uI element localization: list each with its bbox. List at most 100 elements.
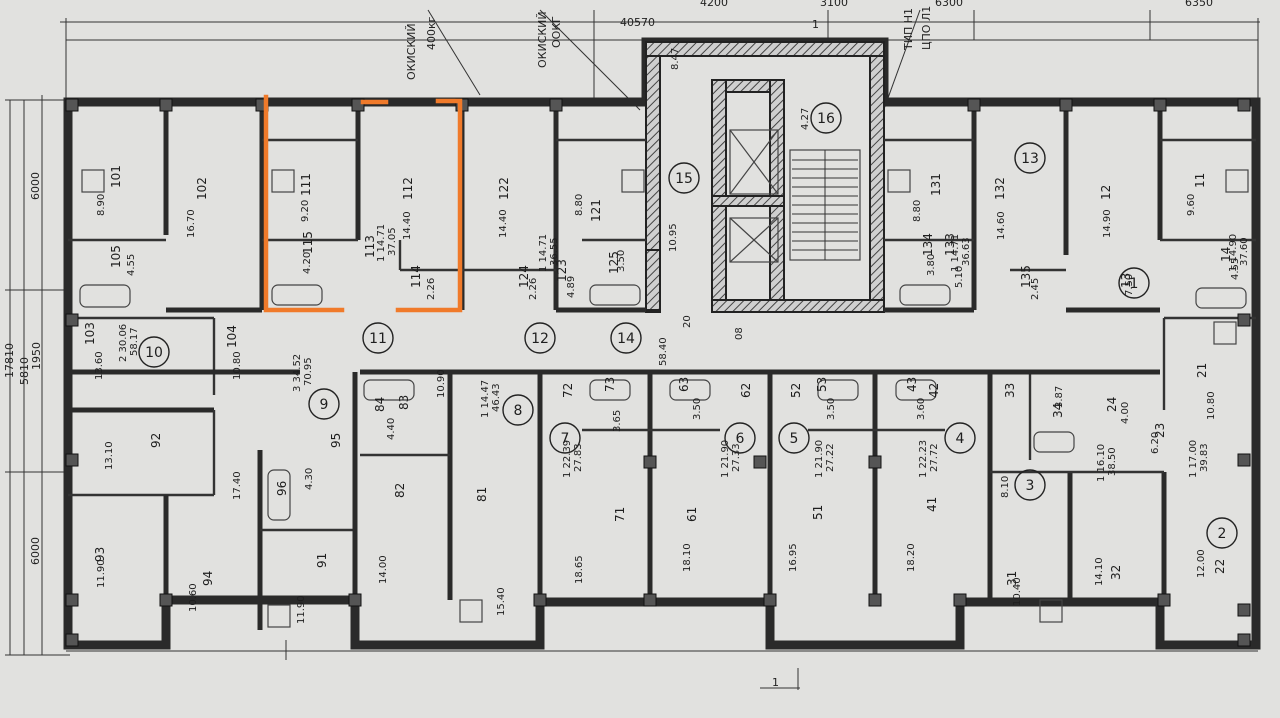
room-area-94: 10.60 bbox=[188, 583, 199, 612]
room-area-102: 16.70 bbox=[186, 209, 197, 238]
column-5 bbox=[159, 98, 173, 112]
column-10 bbox=[967, 98, 981, 112]
room-number-113: 113 bbox=[363, 235, 377, 258]
room-area-101: 8.90 bbox=[96, 194, 107, 216]
room-area-11: 9.60 bbox=[1186, 194, 1197, 216]
apartment-circle-label-15: 15 bbox=[675, 171, 693, 187]
dim-top-seg-4: 6350 bbox=[1185, 0, 1213, 9]
building-walls bbox=[63, 37, 1261, 650]
room-number-42: 42 bbox=[927, 383, 941, 398]
apartment-circle-2 bbox=[1206, 517, 1238, 549]
room-area-41: 18.20 bbox=[906, 543, 917, 572]
room-area-34: 3.87 bbox=[1054, 386, 1065, 408]
apartment-living-area: 1 22.23 bbox=[918, 440, 929, 478]
apartment-circle-label-9: 9 bbox=[320, 397, 329, 413]
dim-top-seg-3: 6300 bbox=[935, 0, 963, 9]
room-number-91: 91 bbox=[315, 553, 329, 568]
apartment-total-area: 37.05 bbox=[387, 227, 398, 256]
apartment-circle-label-2: 2 bbox=[1218, 526, 1227, 542]
apartment-circle-5 bbox=[778, 422, 810, 454]
room-area-125: 3.50 bbox=[616, 250, 627, 272]
room-number-131: 131 bbox=[929, 173, 943, 196]
room-number-12: 12 bbox=[1099, 185, 1113, 200]
room-area-73: 3.65 bbox=[612, 410, 623, 432]
room-area-135: 2.45 bbox=[1030, 278, 1041, 300]
room-number-51: 51 bbox=[811, 505, 825, 520]
column-18 bbox=[643, 593, 657, 607]
room-area-83: 10.90 bbox=[436, 369, 447, 398]
room-area-21: 10.80 bbox=[1206, 391, 1217, 420]
room-number-84: 84 bbox=[373, 397, 387, 412]
room-area-105: 4.55 bbox=[126, 254, 137, 276]
room-number-135: 135 bbox=[1019, 265, 1033, 288]
room-area-134: 3.80 bbox=[926, 254, 937, 276]
apartment-circle-15 bbox=[668, 162, 700, 194]
room-number-43: 43 bbox=[905, 377, 919, 392]
column-20 bbox=[868, 593, 882, 607]
room-number-14: 14 bbox=[1219, 247, 1233, 262]
room-area-122: 14.40 bbox=[498, 209, 509, 238]
room-number-21: 21 bbox=[1195, 363, 1209, 378]
column-4 bbox=[1237, 633, 1251, 647]
top-note-6: ЦПО Л1 bbox=[920, 6, 933, 50]
room-number-101: 101 bbox=[109, 165, 123, 188]
apartment-circle-label-1: 1 bbox=[1130, 276, 1139, 292]
lift-note-1: 8.47 bbox=[670, 48, 681, 70]
room-area-91: 11.90 bbox=[296, 595, 307, 624]
apartment-living-area: 1 14.47 bbox=[480, 380, 491, 418]
apartment-circle-10 bbox=[138, 336, 170, 368]
apartment-living-area: 1 14.71 bbox=[376, 224, 387, 262]
column-11 bbox=[1059, 98, 1073, 112]
room-number-63: 63 bbox=[677, 377, 691, 392]
apartment-circle-label-6: 6 bbox=[736, 431, 745, 447]
sanitary-fixtures bbox=[79, 169, 1249, 628]
top-note-2: ОКИСКИЙ bbox=[405, 23, 418, 80]
apartment-circle-13 bbox=[1014, 142, 1046, 174]
apartment-circle-4 bbox=[944, 422, 976, 454]
room-area-23: 6.20 bbox=[1150, 432, 1161, 454]
room-area-82: 14.00 bbox=[378, 555, 389, 584]
apartment-total-area: 37.60 bbox=[1239, 237, 1250, 266]
room-number-22: 22 bbox=[1213, 559, 1227, 574]
room-area-24: 4.00 bbox=[1120, 402, 1131, 424]
apartment-circle-9 bbox=[308, 388, 340, 420]
room-number-121: 121 bbox=[589, 199, 603, 222]
room-number-23: 23 bbox=[1153, 423, 1167, 438]
room-number-71: 71 bbox=[613, 507, 627, 522]
room-number-93: 93 bbox=[93, 547, 107, 562]
apartment-circle-16 bbox=[810, 102, 842, 134]
room-area-84: 4.40 bbox=[386, 418, 397, 440]
column-19 bbox=[763, 593, 777, 607]
room-number-96: 96 bbox=[275, 481, 289, 496]
room-number-114: 114 bbox=[409, 265, 423, 288]
lift-note-5: 08 bbox=[734, 327, 745, 340]
room-area-95: 17.40 bbox=[232, 471, 243, 500]
lift-note-3: 10.95 bbox=[668, 223, 679, 252]
column-14 bbox=[1237, 453, 1251, 467]
column-3 bbox=[65, 633, 79, 647]
column-28 bbox=[1237, 603, 1251, 617]
column-22 bbox=[1157, 593, 1171, 607]
apartment-living-area: 1 21.90 bbox=[720, 440, 731, 478]
column-24 bbox=[753, 455, 767, 469]
column-2 bbox=[1237, 98, 1251, 112]
room-number-94: 94 bbox=[201, 571, 215, 586]
room-area-63: 3.50 bbox=[692, 398, 703, 420]
apartment-circle-1 bbox=[1118, 267, 1150, 299]
dim-top-total: 40570 bbox=[620, 16, 655, 29]
column-13 bbox=[65, 453, 79, 467]
apartment-total-area: 38.50 bbox=[1107, 447, 1118, 476]
apartment-circle-label-16: 16 bbox=[817, 111, 835, 127]
apartment-total-area: 36.63 bbox=[961, 237, 972, 266]
room-number-125: 125 bbox=[607, 251, 621, 274]
room-area-81: 15.40 bbox=[496, 587, 507, 616]
